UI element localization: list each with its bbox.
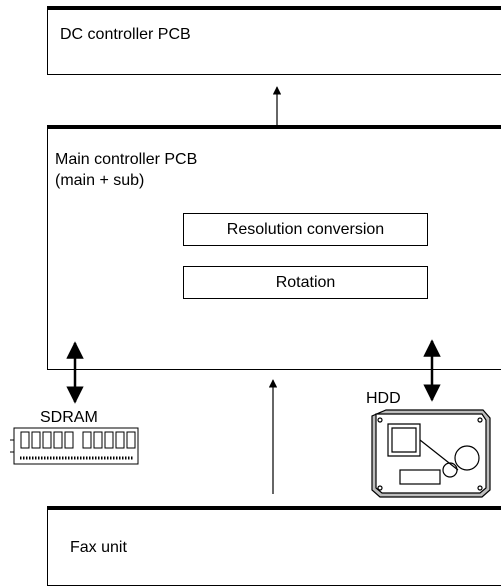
- main-controller-pcb-label: Main controller PCB: [55, 151, 198, 168]
- main-controller-pcb-box: [47, 125, 501, 370]
- fax-unit-box: [47, 506, 501, 586]
- sdram-module-icon: [10, 427, 139, 465]
- resolution-conversion-block: Resolution conversion: [183, 213, 428, 246]
- dc-controller-pcb-box: [47, 6, 501, 75]
- fax-unit-label: Fax unit: [70, 539, 127, 556]
- rotation-block: Rotation: [183, 266, 428, 299]
- hdd-label: HDD: [366, 390, 401, 407]
- hdd-icon: [371, 409, 491, 498]
- main-controller-pcb-sublabel: (main + sub): [55, 172, 145, 189]
- dc-controller-pcb-label: DC controller PCB: [60, 26, 191, 43]
- sdram-label: SDRAM: [40, 409, 98, 426]
